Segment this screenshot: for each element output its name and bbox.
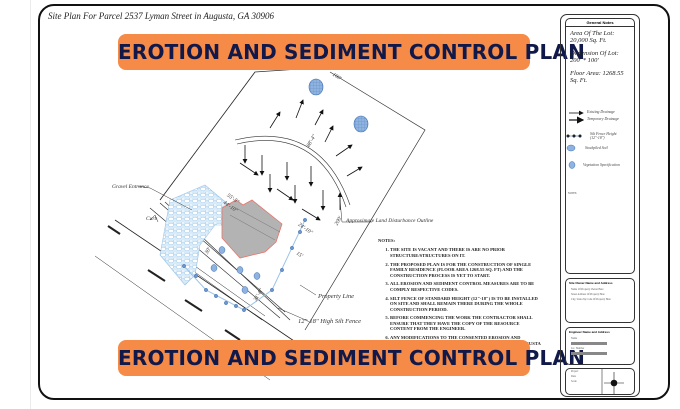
north-arrow-icon (604, 372, 624, 394)
legend-stockpiled-soil: Stockpiled Soil (585, 146, 608, 150)
vegetation (210, 246, 261, 294)
engineer-name-label: Name (571, 337, 578, 340)
note-item: BEFORE COMMENCING THE WORK THE CONTRACTO… (390, 315, 543, 331)
sheet-title: Site Plan For Parcel 2537 Lyman Street i… (48, 11, 274, 21)
curb-label: Curb (146, 216, 158, 222)
page-margin-rule (30, 0, 31, 409)
title-banner-top: EROTION AND SEDIMENT CONTROL PLAN (118, 34, 585, 70)
engineer-license-label: Lic. Number (571, 347, 585, 351)
owner-line: Street Address Of Property Here (571, 293, 605, 296)
date-label: Date (571, 375, 576, 378)
engineer-box: Engineer Name and Address Name Lic. Numb… (565, 327, 635, 365)
owner-box: Site Owner Name and Address Name Of Prop… (565, 278, 635, 323)
owner-heading: Site Owner Name and Address (569, 281, 613, 285)
disturbance-arc (234, 136, 351, 206)
general-notes-heading: General Notes (566, 19, 634, 27)
engineer-heading: Engineer Name and Address (569, 330, 610, 334)
note-item: ALL EROSION AND SEDIMENT CONTROL MEASURE… (390, 281, 543, 292)
project-label: Project (571, 370, 579, 373)
note-item: SILT FENCE OF STANDARD HEIGHT (12"-18") … (390, 296, 543, 312)
scale-label: Scale (571, 380, 577, 383)
lot-dimension: Dimension Of Lot: 200' * 100' (570, 50, 619, 64)
silt-fence-label: 12"-18" High Silt Fence (298, 318, 362, 325)
land-disturbance-label: Approximate Land Disturbance Outline (346, 218, 434, 224)
drawing-frame (38, 4, 670, 400)
property-line-label: Property Line (318, 293, 355, 300)
gravel-entrance (159, 184, 236, 286)
title-block (560, 14, 640, 397)
general-notes-box: General Notes Area Of The Lot: 20,000 Sq… (565, 18, 635, 274)
title-banner-bottom: EROTION AND SEDIMENT CONTROL PLAN (118, 340, 585, 376)
legend-symbols (566, 110, 585, 169)
owner-line: City, State Zip Code Of Property Here (571, 298, 611, 301)
note-item: THE PROPOSED PLAN IS FOR THE CONSTRUCTIO… (390, 262, 543, 278)
title-block-notes-heading: NOTES: (568, 192, 578, 195)
house-footprint (221, 199, 283, 259)
legend-silt-fence: Silt Fence Height (12"-18") (590, 132, 617, 140)
stockpiled-soil (308, 78, 369, 133)
lot-area: Area Of The Lot: 20,000 Sq. Ft. (570, 30, 615, 44)
silt-fence (182, 218, 307, 312)
stamp-box: Project Date Scale (565, 368, 635, 395)
legend-temporary-drainage: Temporary Drainage (587, 117, 620, 121)
title-block-notes: NOTES: (568, 192, 630, 195)
legend-existing-drainage: Existing Drainage (587, 110, 615, 114)
floor-area: Floor Area: 1268.55 Sq. Ft. (570, 70, 624, 84)
note-item: THE SITE IS VACANT AND THERE IS ARE NO P… (390, 247, 543, 258)
engineer-name-field (571, 342, 607, 345)
legend-vegetation: Vegetation Specification (583, 163, 620, 167)
notes-heading: NOTES: (378, 238, 396, 243)
engineer-license-field (571, 352, 607, 356)
owner-line: Name Of Property Owner Here (571, 288, 604, 291)
gravel-entrance-label: Gravel Entrance (112, 184, 149, 190)
drainage-arrows (239, 99, 363, 221)
